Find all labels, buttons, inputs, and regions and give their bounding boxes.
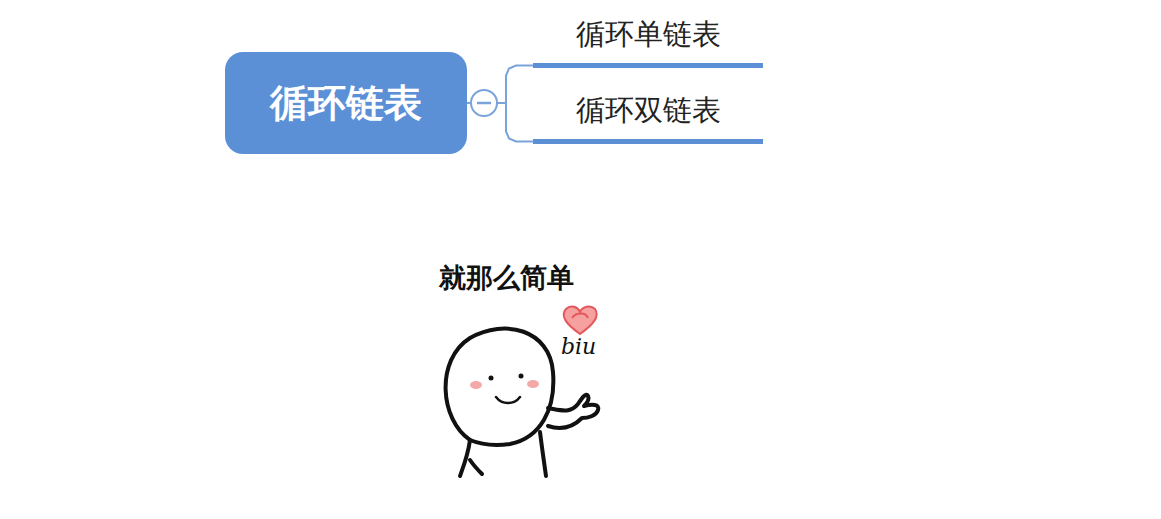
heart-icon [564, 306, 597, 334]
topic-text: 循环双链表 [576, 91, 721, 131]
subtopic: 循环单链表 [533, 14, 763, 68]
subtopic: 循环双链表 [533, 90, 763, 144]
root-topic: 循环链表 [225, 52, 467, 154]
collapse-toggle [471, 90, 497, 116]
stick-figure [446, 329, 599, 476]
topic-text: 循环链表 [270, 78, 422, 129]
handwritten-text: biu [561, 334, 596, 359]
caption-text: 就那么简单 [439, 260, 574, 296]
topic-text: 循环单链表 [576, 15, 721, 55]
